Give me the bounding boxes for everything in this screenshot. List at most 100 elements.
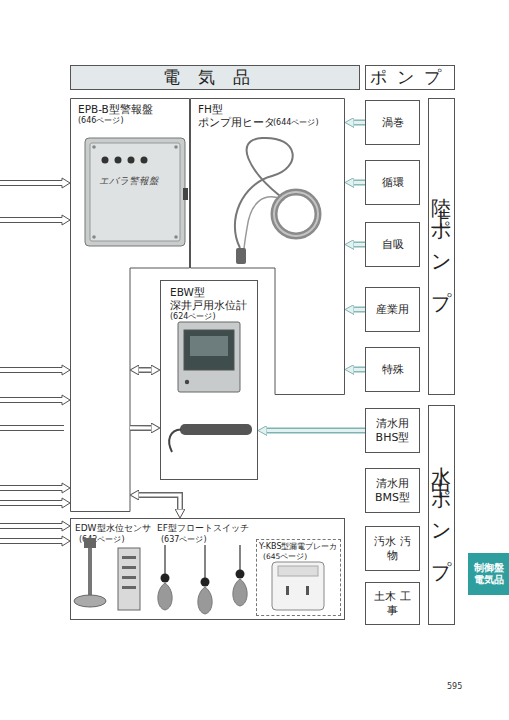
connector-arrow — [265, 428, 365, 434]
unit-detail — [122, 576, 136, 579]
node-label: 自吸 — [382, 238, 404, 251]
breaker-label — [278, 566, 318, 576]
alarm-panel-photo — [85, 138, 188, 246]
meter-knob — [185, 380, 189, 384]
product-name: EBW型 — [170, 286, 205, 298]
heater-ring — [274, 192, 318, 236]
connector-arrow — [352, 307, 365, 313]
product-detail: 深井戸用水位計 — [170, 299, 247, 311]
node-label: 制御盤 電気品 — [472, 562, 505, 586]
node-label: 産業用 — [376, 303, 409, 316]
node-label: 汚水 汚物 — [372, 535, 413, 561]
water-level-sensor-photo — [74, 538, 140, 610]
product-name: Y-KBS型漏電ブレーカ — [259, 542, 338, 551]
incoming-arrow — [0, 498, 70, 508]
connector-arrow — [352, 242, 365, 248]
pump-type-box: 清水用 BMS型 — [365, 468, 420, 513]
meter-display — [190, 336, 228, 356]
outlet-slot — [286, 586, 289, 595]
float-body — [233, 579, 247, 606]
heater-plug — [236, 248, 246, 264]
screw — [92, 145, 96, 149]
float-weight — [236, 570, 245, 579]
lamp — [128, 157, 135, 164]
node-label: 土木 工事 — [372, 590, 413, 616]
incoming-arrow — [0, 395, 70, 405]
lamp — [115, 157, 122, 164]
incoming-arrow — [0, 521, 70, 531]
product-detail: ポンプ用ヒータ — [198, 116, 275, 128]
incoming-arrow — [0, 536, 70, 546]
connector-fill — [130, 426, 153, 429]
connector-fill — [352, 368, 365, 371]
connector-arrow — [352, 120, 365, 126]
section-header: 電気品 — [70, 65, 360, 90]
pump-type-box: 特殊 — [365, 347, 420, 392]
incoming-arrow — [0, 483, 70, 493]
connector-arrow — [137, 495, 180, 511]
product-detail: (624ページ) — [170, 312, 216, 321]
screw — [174, 145, 178, 149]
pump-type-box: 土木 工事 — [365, 582, 420, 625]
node-label: 陸上ポンプ — [430, 182, 454, 311]
category-band: 陸上ポンプ — [428, 98, 455, 395]
meter-cabinet — [178, 322, 240, 392]
connector-arrow — [130, 425, 153, 431]
node-label: 清水用 BHS型 — [372, 417, 413, 443]
float-body — [158, 583, 172, 610]
lamp — [102, 157, 109, 164]
product-detail: (637ページ) — [161, 535, 207, 544]
float-switch-photo — [158, 545, 247, 614]
panel-outline-shape — [191, 99, 345, 395]
page-number: 595 — [447, 683, 462, 692]
panel-body — [85, 138, 185, 246]
incoming-arrow — [0, 178, 70, 188]
breaker-photo — [272, 562, 324, 610]
product-name: FH型 — [198, 103, 223, 115]
node-label: 特殊 — [382, 363, 404, 376]
float-cable — [165, 545, 240, 584]
connector-fill — [137, 495, 180, 511]
side-tab: 制御盤 電気品 — [468, 553, 509, 595]
pump-type-box: 自吸 — [365, 222, 420, 267]
pump-type-box: 循環 — [365, 160, 420, 205]
sensor-head — [84, 538, 96, 548]
lamp — [141, 157, 148, 164]
connector-arrow — [137, 367, 153, 373]
pump-type-box: 汚水 汚物 — [365, 526, 420, 571]
unit-detail — [122, 586, 136, 589]
node-label: 水中ポンプ — [430, 451, 454, 580]
product-detail: EF型フロートスイッチ — [157, 523, 249, 533]
latch — [183, 188, 188, 200]
product-name: EDW型水位センサ — [75, 523, 151, 533]
product-detail: (645ページ) — [263, 553, 307, 562]
sensor-base — [74, 595, 106, 607]
node-label: 渦巻 — [382, 116, 404, 129]
incoming-arrows — [0, 178, 70, 546]
unit-detail — [122, 556, 136, 559]
screw — [174, 235, 178, 239]
product-detail: (644ページ) — [273, 118, 319, 127]
pump-type-box: 渦巻 — [365, 100, 420, 145]
probe-cable — [169, 430, 181, 453]
heater-photo — [235, 138, 318, 264]
connector-arrow — [352, 180, 365, 186]
section-header: ポンプ — [365, 65, 455, 90]
node-label: 循環 — [382, 176, 404, 189]
connector-fill — [352, 308, 365, 311]
product-name: EPB-B型警報盤 — [78, 103, 153, 115]
connector-arrow — [352, 367, 365, 373]
level-meter-photo — [169, 322, 252, 452]
node-label: 電気品 — [163, 67, 268, 87]
connector-fill — [352, 181, 365, 184]
node-label: ポンプ — [370, 67, 451, 87]
unit-detail — [122, 566, 136, 569]
connector-fill — [352, 243, 365, 246]
float-weight — [201, 578, 210, 587]
incoming-line — [0, 426, 64, 431]
float-body — [198, 587, 212, 614]
